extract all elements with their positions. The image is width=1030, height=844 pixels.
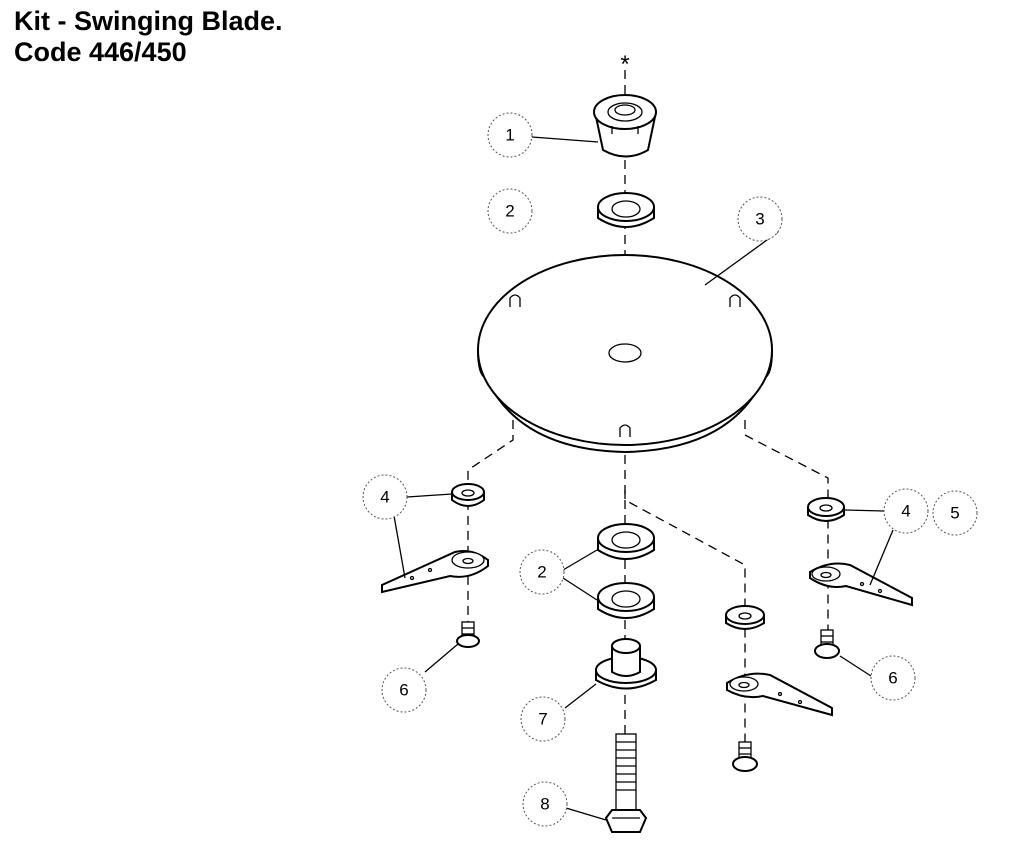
callout-label: 7 [538,710,547,729]
diagram-title: Kit - Swinging Blade. Code 446/450 [14,6,283,68]
part-blade-middle [726,672,833,717]
callout-2-upper: 2 [487,188,533,234]
part-washer-left [451,483,485,507]
part-spacer-hub [595,638,657,690]
callout-4-right: 4 [883,488,929,534]
callout-label: 1 [505,126,514,145]
callout-label: 6 [888,669,897,688]
part-bolt-middle [732,741,758,772]
part-bolt-left [456,621,480,648]
callout-7: 7 [520,696,566,742]
callout-label: 8 [540,795,549,814]
callout-2-lower: 2 [519,549,565,595]
part-bolt-right [814,629,840,659]
callout-label: 4 [901,502,910,521]
callout-label: 4 [380,488,389,507]
callout-label: 6 [399,681,408,700]
callout-label: 3 [755,210,764,229]
part-washer-middle [725,605,765,630]
note-marker-asterisk: * [620,51,629,78]
part-washer-lower-2 [597,582,655,619]
part-hub-top [593,94,657,158]
callout-6-left: 6 [381,667,427,713]
part-blade-left [381,550,489,594]
callout-5: 5 [932,490,978,536]
callout-label: 2 [537,563,546,582]
callout-8: 8 [522,781,568,827]
callout-4-left: 4 [362,474,408,520]
callout-label: 5 [950,504,959,523]
part-washer-right [807,497,845,522]
callout-3: 3 [737,196,783,242]
callout-6-right: 6 [870,655,916,701]
part-washer-lower-1 [597,523,655,560]
part-washer-upper [597,192,655,228]
title-line-1: Kit - Swinging Blade. [14,6,283,36]
part-long-bolt [604,733,648,833]
callout-label: 2 [505,202,514,221]
title-line-2: Code 446/450 [14,37,187,67]
part-blade-right [809,562,913,607]
part-disc [477,254,773,454]
callout-1: 1 [487,112,533,158]
leader-lines [392,136,894,821]
